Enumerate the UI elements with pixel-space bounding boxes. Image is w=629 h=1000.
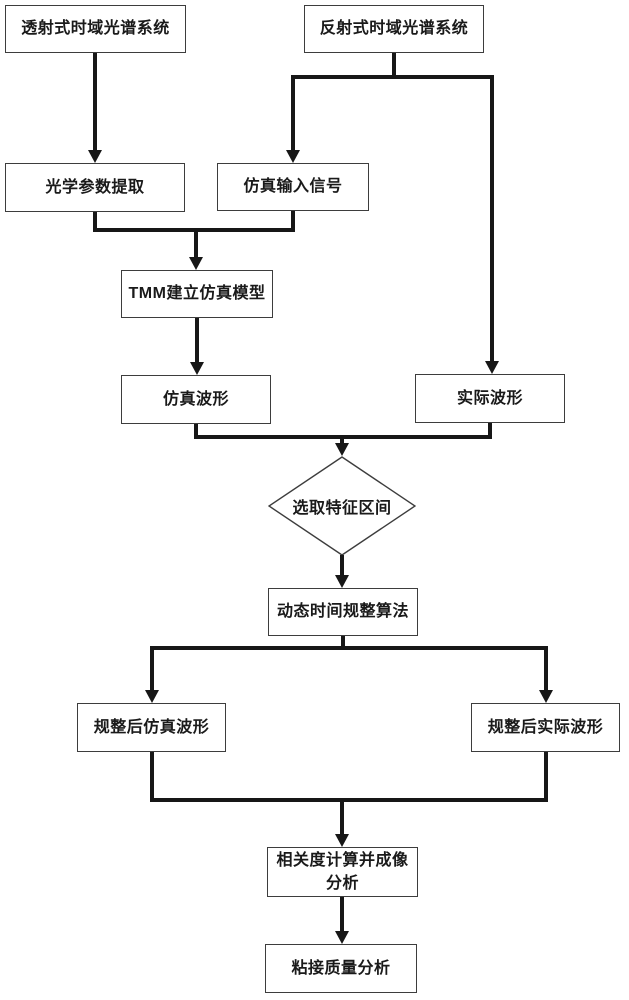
connector-siminput-down [291,211,295,232]
connector-bus-actualwave [490,75,494,362]
connector-tmm-simwave [195,318,199,364]
connector-corr-bonding [340,897,344,932]
arrowhead-warpedsim [145,690,159,703]
arrowhead-siminput [286,150,300,163]
node-dtw-algorithm: 动态时间规整算法 [268,588,418,636]
node-warped-sim: 规整后仿真波形 [77,703,226,752]
connector-split-bus [150,646,548,650]
connector-diamond-dtw [340,555,344,577]
node-optical-param: 光学参数提取 [5,163,185,212]
connector-bus-siminput [291,75,295,152]
node-actual-waveform: 实际波形 [415,374,565,423]
node-transmission-system: 透射式时域光谱系统 [5,5,186,53]
connector-warpedsim-down [150,752,154,802]
node-tmm-model: TMM建立仿真模型 [121,270,273,318]
connector-split-warpedsim [150,646,154,691]
connector-warpedactual-down [544,752,548,802]
arrowhead-diamond [335,443,349,456]
arrowhead-bonding [335,931,349,944]
connector-split-warpedactual [544,646,548,691]
node-reflection-system: 反射式时域光谱系统 [304,5,484,53]
connector-merge-bus-corr [150,798,548,802]
connector-reflection-stem [392,53,396,79]
arrowhead-trans-optical [88,150,102,163]
node-warped-actual: 规整后实际波形 [471,703,620,752]
connector-optical-down [93,212,97,232]
connector-merge-corr [340,798,344,834]
arrowhead-correlation [335,834,349,847]
arrowhead-warpedactual [539,690,553,703]
connector-merge-tmm [194,228,198,258]
arrowhead-actualwave [485,361,499,374]
node-sim-waveform: 仿真波形 [121,375,271,424]
connector-reflection-bus [291,75,494,79]
arrowhead-tmm [189,257,203,270]
connector-trans-optical [93,53,97,152]
node-bonding-quality: 粘接质量分析 [265,944,417,993]
diamond-label: 选取特征区间 [292,500,392,517]
node-sim-input: 仿真输入信号 [217,163,369,211]
arrowhead-simwave [190,362,204,375]
node-correlation-imaging: 相关度计算并成像分析 [267,847,418,897]
connector-merge-diamond [340,435,344,445]
arrowhead-dtw [335,575,349,588]
connector-actualwave-down [488,423,492,439]
connector-dtw-down [341,636,345,650]
connector-simwave-down [194,424,198,439]
node-feature-interval: 选取特征区间 [268,456,416,556]
